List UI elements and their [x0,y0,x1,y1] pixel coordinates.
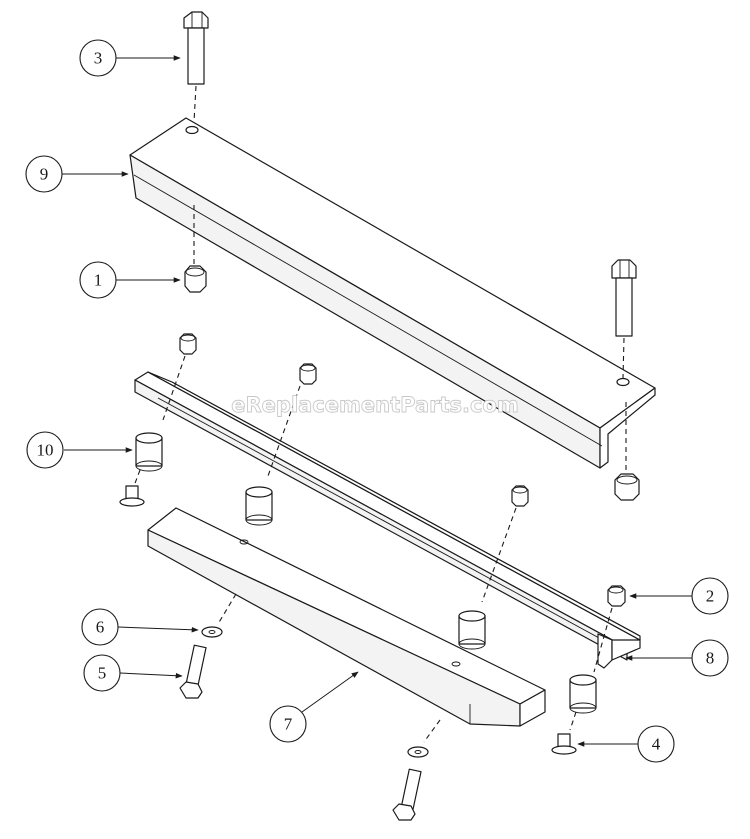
screw-part-4-left [119,485,145,507]
svg-text:4: 4 [652,735,661,754]
block-part-7 [147,507,546,727]
screw-part-4-right [551,733,577,755]
washer-part-6-right [407,719,441,758]
channel-part-8 [134,371,641,669]
svg-text:7: 7 [284,715,293,734]
callout-6: 6 [81,608,119,646]
svg-text:3: 3 [94,49,103,68]
angle-bracket-part-9 [129,117,656,469]
spacer-part-10-a [133,432,163,487]
callout-3: 3 [79,39,117,77]
callout-5: 5 [83,654,121,692]
hex-nut-part-2-b [267,363,317,477]
svg-text:8: 8 [706,649,715,668]
svg-text:9: 9 [40,165,49,184]
watermark-text: eReplacementParts.com [231,393,519,417]
callout-7: 7 [269,705,307,743]
callout-4: 4 [637,725,675,763]
bolt-part-3-left [183,11,209,123]
bolt-part-3-right [611,259,637,379]
washer-part-6-left [201,593,237,638]
svg-text:1: 1 [94,271,103,290]
svg-text:10: 10 [37,441,54,460]
hex-nut-part-2-d [593,585,626,673]
spacer-part-10-c [458,610,486,650]
callout-10: 10 [26,431,64,469]
hex-nut-part-1-left [184,205,207,293]
leader-lines [62,55,692,747]
hex-nut-part-2-c [481,485,529,603]
spacer-part-10-d [569,674,597,731]
callout-9: 9 [25,155,63,193]
callout-2: 2 [691,577,729,615]
hex-nut-part-2-a [162,333,197,421]
bolt-part-5-right [392,768,422,821]
svg-text:5: 5 [98,664,107,683]
spacer-part-10-b [245,486,273,526]
callout-1: 1 [79,261,117,299]
callout-8: 8 [691,639,729,677]
svg-text:2: 2 [706,587,715,606]
bolt-part-5-left [179,644,207,699]
hex-nut-part-1-right [614,402,640,501]
svg-text:6: 6 [96,618,105,637]
